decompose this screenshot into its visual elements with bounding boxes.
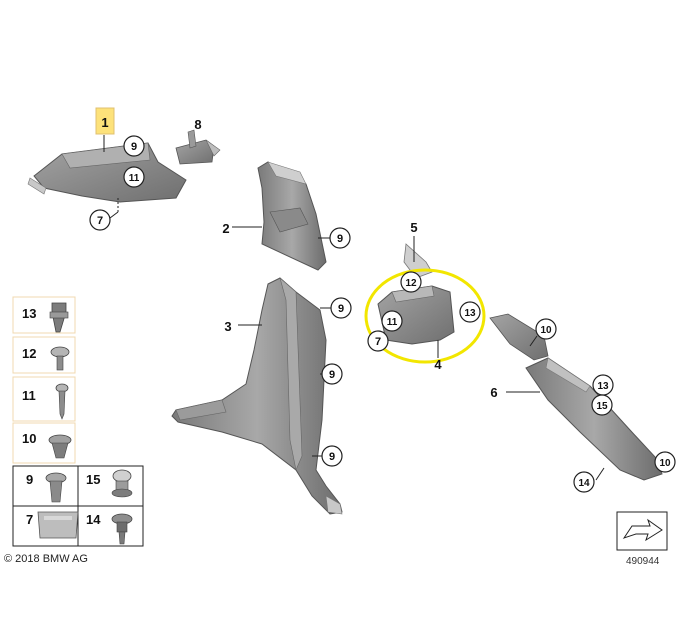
fastener-7[interactable]: 7 <box>26 511 79 539</box>
fastener-11[interactable]: 11 <box>22 383 69 420</box>
fastener-15[interactable]: 15 <box>86 469 133 498</box>
svg-text:13: 13 <box>597 381 609 392</box>
svg-text:12: 12 <box>405 278 417 289</box>
svg-text:13: 13 <box>22 306 36 321</box>
fastener-10[interactable]: 10 <box>22 431 72 459</box>
svg-text:7: 7 <box>26 512 33 527</box>
callout-13-b[interactable]: 13 <box>592 374 614 396</box>
part-2-pillar-upper <box>257 161 327 271</box>
svg-text:15: 15 <box>86 472 100 487</box>
svg-text:11: 11 <box>387 317 398 328</box>
svg-text:10: 10 <box>659 458 671 469</box>
svg-text:9: 9 <box>329 451 335 463</box>
svg-text:9: 9 <box>337 233 343 245</box>
svg-text:4: 4 <box>434 357 442 372</box>
svg-text:10: 10 <box>22 431 36 446</box>
svg-text:1: 1 <box>101 115 108 130</box>
callout-10-a[interactable]: 10 <box>535 318 557 340</box>
svg-text:15: 15 <box>596 401 608 412</box>
part-3-pillar-lower <box>171 277 343 515</box>
leader-10a <box>529 335 538 347</box>
label-part-4[interactable]: 4 <box>434 357 442 372</box>
label-part-3[interactable]: 3 <box>224 319 231 334</box>
label-part-2[interactable]: 2 <box>222 221 229 236</box>
view-arrow-icon <box>616 511 668 551</box>
svg-text:7: 7 <box>375 336 381 348</box>
callout-9-c[interactable]: 9 <box>330 297 352 319</box>
part-6-pillar <box>489 313 663 481</box>
svg-text:11: 11 <box>22 388 36 403</box>
callout-11-a[interactable]: 11 <box>123 166 145 188</box>
svg-text:14: 14 <box>578 478 590 489</box>
callout-11-b[interactable]: 11 <box>381 310 403 332</box>
part-1-trim <box>27 142 187 203</box>
svg-text:9: 9 <box>329 369 335 381</box>
leader-7a <box>109 211 119 219</box>
callout-14[interactable]: 14 <box>573 471 595 493</box>
copyright-text: © 2018 BMW AG <box>4 553 88 565</box>
fastener-legend <box>12 296 144 547</box>
fastener-14[interactable]: 14 <box>86 512 133 545</box>
svg-text:5: 5 <box>410 220 417 235</box>
svg-text:11: 11 <box>129 173 140 184</box>
fastener-9[interactable]: 9 <box>26 472 67 503</box>
svg-text:9: 9 <box>338 303 344 315</box>
label-part-5[interactable]: 5 <box>410 220 417 235</box>
svg-text:8: 8 <box>194 117 201 132</box>
callout-9-e[interactable]: 9 <box>321 445 343 467</box>
leader-14r <box>595 467 605 481</box>
callout-7-a[interactable]: 7 <box>89 209 111 231</box>
fastener-12[interactable]: 12 <box>22 346 70 371</box>
callout-12[interactable]: 12 <box>400 271 422 293</box>
part-8-bracket <box>175 129 221 165</box>
callout-10-b[interactable]: 10 <box>654 451 676 473</box>
callout-9-b[interactable]: 9 <box>329 227 351 249</box>
svg-text:10: 10 <box>540 325 552 336</box>
callout-9-d[interactable]: 9 <box>321 363 343 385</box>
label-part-1[interactable]: 1 <box>95 107 115 135</box>
svg-text:3: 3 <box>224 319 231 334</box>
svg-text:2: 2 <box>222 221 229 236</box>
callout-7-b[interactable]: 7 <box>367 330 389 352</box>
svg-text:6: 6 <box>490 385 497 400</box>
svg-text:12: 12 <box>22 346 36 361</box>
callout-9-a[interactable]: 9 <box>123 135 145 157</box>
callout-15[interactable]: 15 <box>591 394 613 416</box>
callout-13-a[interactable]: 13 <box>459 301 481 323</box>
svg-text:14: 14 <box>86 512 101 527</box>
label-part-8[interactable]: 8 <box>194 117 201 132</box>
fastener-13[interactable]: 13 <box>22 302 69 333</box>
svg-text:13: 13 <box>464 308 476 319</box>
document-number: 490944 <box>626 556 660 567</box>
svg-text:9: 9 <box>131 141 137 153</box>
svg-text:9: 9 <box>26 472 33 487</box>
label-part-6[interactable]: 6 <box>490 385 497 400</box>
highlight-ring <box>364 268 486 364</box>
svg-text:7: 7 <box>97 215 103 227</box>
